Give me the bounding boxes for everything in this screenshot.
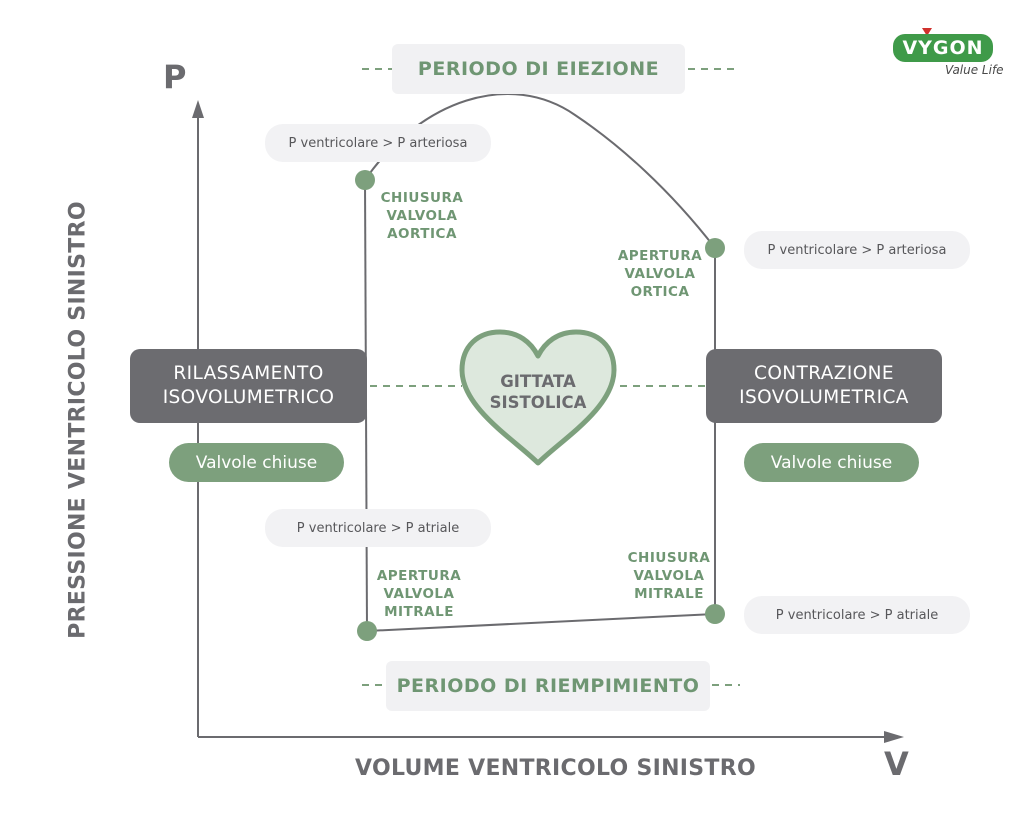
pressure-note-top-left: P ventricolare > P arteriosa [265, 124, 491, 162]
pressure-note-bottom-left: P ventricolare > P atriale [265, 509, 491, 547]
pressure-note-bottom-right: P ventricolare > P atriale [744, 596, 970, 634]
mitral-close-label: CHIUSURA VALVOLA MITRALE [618, 549, 720, 604]
mitral-close-point [705, 604, 725, 624]
contraction-line-2: ISOVOLUMETRICA [739, 387, 909, 408]
valves-closed-left: Valvole chiuse [169, 443, 344, 482]
relaxation-line-1: RILASSAMENTO [173, 362, 324, 384]
aortic-open-line-2: VALVOLA [624, 266, 696, 283]
y-axis-arrow [192, 100, 204, 118]
y-axis-letter: P [163, 58, 187, 96]
heart-shape [459, 329, 617, 466]
aortic-open-line-3: ORTICA [630, 284, 690, 301]
aortic-close-line-3: AORTICA [387, 226, 457, 243]
filling-period-box: PERIODO DI RIEMPIMIENTO [386, 661, 710, 711]
x-axis-arrow [884, 731, 904, 743]
aortic-close-line-2: VALVOLA [386, 208, 458, 225]
mitral-open-line-2: VALVOLA [383, 586, 455, 603]
logo-triangle [922, 28, 932, 36]
mitral-close-line-3: MITRALE [634, 586, 704, 603]
aortic-open-label: APERTURA VALVOLA ORTICA [608, 247, 712, 302]
stroke-volume-line-1: GITTATA [500, 372, 576, 391]
aortic-close-line-1: CHIUSURA [380, 190, 464, 206]
mitral-close-line-1: CHIUSURA [627, 550, 711, 566]
mitral-open-line-3: MITRALE [384, 604, 454, 621]
aortic-close-label: CHIUSURA VALVOLA AORTICA [372, 189, 472, 244]
mitral-open-label: APERTURA VALVOLA MITRALE [368, 567, 470, 622]
ejection-period-box: PERIODO DI EIEZIONE [392, 44, 685, 94]
aortic-open-line-1: APERTURA [617, 248, 703, 264]
valves-closed-right: Valvole chiuse [744, 443, 919, 482]
isovolumetric-relaxation-box: RILASSAMENTO ISOVOLUMETRICO [130, 349, 367, 423]
vygon-logo: VYGON [893, 34, 993, 62]
mitral-open-point [357, 621, 377, 641]
pressure-note-top-right: P ventricolare > P arteriosa [744, 231, 970, 269]
relaxation-line-2: ISOVOLUMETRICO [162, 387, 335, 408]
mitral-open-line-1: APERTURA [376, 568, 462, 584]
vygon-tagline: Value Life [945, 63, 1004, 77]
y-axis-title: PRESSIONE VENTRICOLO SINISTRO [65, 201, 91, 639]
contraction-line-1: CONTRAZIONE [754, 362, 894, 384]
stroke-volume-line-2: SISTOLICA [489, 393, 587, 413]
x-axis-letter: V [884, 745, 909, 783]
mitral-close-line-2: VALVOLA [633, 568, 705, 585]
x-axis-title: VOLUME VENTRICOLO SINISTRO [355, 756, 756, 781]
filling-line [366, 613, 716, 632]
isovolumetric-contraction-box: CONTRAZIONE ISOVOLUMETRICA [706, 349, 942, 423]
aortic-open-point [705, 238, 725, 258]
aortic-close-point [355, 170, 375, 190]
stroke-volume-label: GITTATA SISTOLICA [478, 371, 598, 414]
